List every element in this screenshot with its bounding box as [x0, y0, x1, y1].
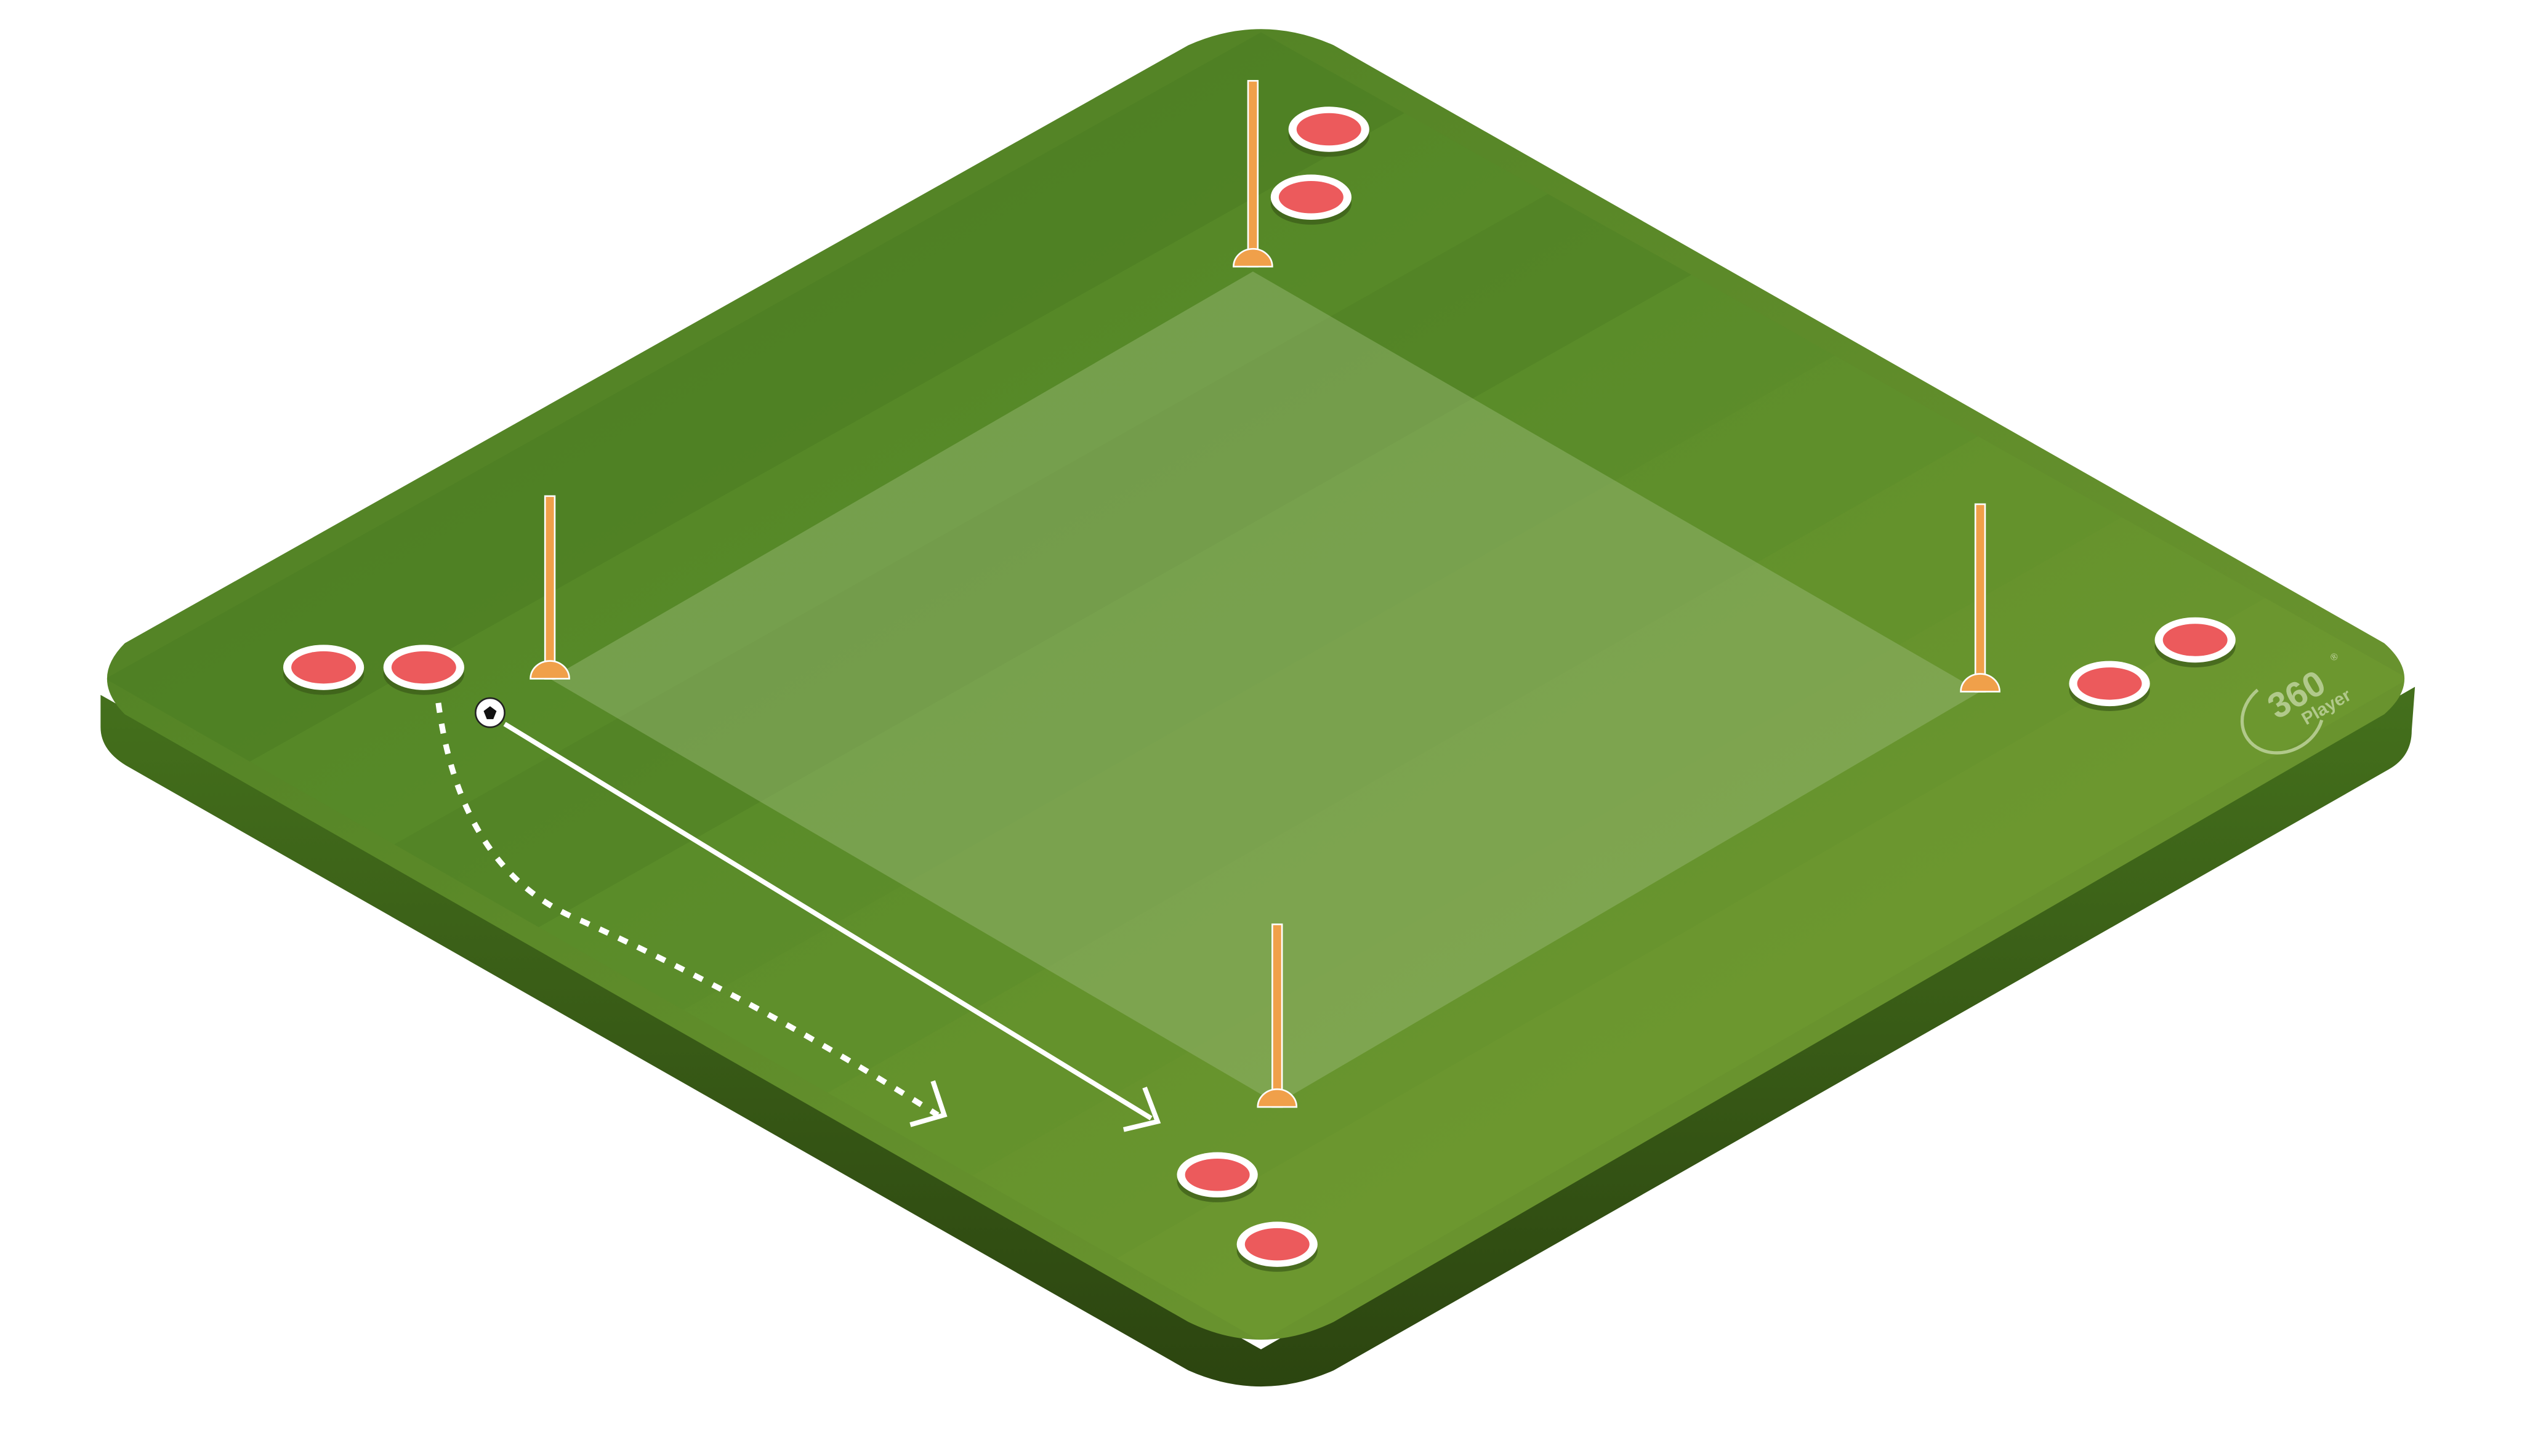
corner-pole	[1271, 923, 1283, 1108]
pole-base-cone	[1257, 1088, 1298, 1108]
pitch-stripe	[394, 193, 1691, 928]
marker-disc	[1244, 1228, 1310, 1261]
marker-disc	[2077, 667, 2142, 700]
pitch	[100, 29, 2415, 1387]
pitch-stripe	[539, 275, 1835, 1010]
pitch-stripe	[683, 355, 1978, 1093]
pitch-stripe	[972, 517, 2265, 1259]
run-arrow-line	[435, 702, 940, 1118]
marker-disc	[291, 651, 357, 684]
marker-disc	[1278, 180, 1344, 214]
ball-patch	[483, 706, 497, 720]
pitch-stripe	[828, 436, 2122, 1176]
pass-arrow-head-icon	[1122, 1087, 1161, 1132]
logo-ring-icon	[2240, 688, 2324, 755]
marker-disc	[2162, 624, 2228, 656]
marker-disc	[1185, 1159, 1250, 1191]
corner-pole	[544, 495, 556, 680]
pitch-stripes	[107, 32, 2405, 1340]
corner-pole	[1247, 79, 1259, 268]
run-arrow-head-icon	[909, 1080, 948, 1127]
marker-disc	[391, 651, 456, 684]
marker-disc	[1296, 113, 1361, 146]
pitch-stripe	[1116, 598, 2405, 1340]
pole-base-cone	[1960, 673, 2000, 693]
playing-zone	[550, 271, 1981, 1104]
pole-base-cone	[1233, 247, 1273, 268]
drill-marks	[283, 79, 2236, 1272]
pitch-stripe	[249, 113, 1548, 845]
pole-base-cone	[530, 660, 570, 680]
pitch-stripe	[107, 32, 1404, 762]
corner-pole	[1974, 503, 1986, 693]
pass-arrow-line	[503, 722, 1153, 1120]
